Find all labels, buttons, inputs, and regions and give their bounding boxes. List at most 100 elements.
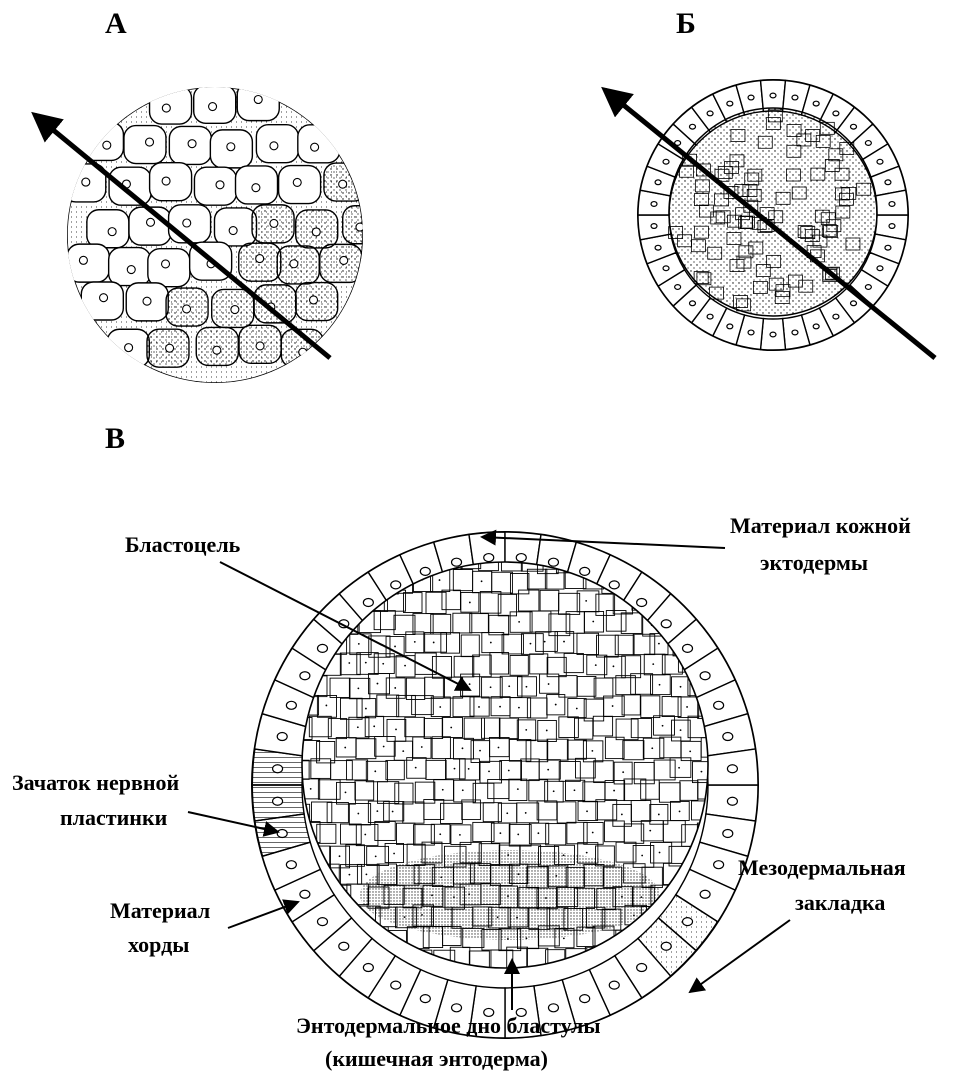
blastocoel-cell <box>692 548 710 568</box>
cell-nucleus <box>748 95 754 100</box>
cell-nucleus <box>270 142 278 150</box>
cell-nucleus <box>833 111 839 116</box>
cell-nucleus <box>663 159 669 164</box>
cell-nucleus <box>125 344 133 352</box>
cell-nucleus <box>484 554 494 562</box>
cell-nucleus <box>548 558 558 566</box>
cell-nucleus <box>663 266 669 271</box>
cell-nucleus <box>270 219 278 227</box>
cell-nucleus <box>310 296 318 304</box>
cell-nucleus <box>227 143 235 151</box>
cell-nucleus <box>689 124 695 129</box>
cell-nucleus <box>103 141 111 149</box>
blastocoel-cell <box>662 569 683 590</box>
cell-nucleus <box>655 245 661 250</box>
cell-nucleus <box>286 701 296 709</box>
cell-nucleus <box>420 567 430 575</box>
cell-nucleus <box>675 285 681 290</box>
label-skin-ectoderm-line1: Материал кожной <box>730 513 911 538</box>
cell-nucleus <box>748 330 754 335</box>
blastocoel-cell <box>672 548 690 568</box>
cell-nucleus <box>363 964 373 972</box>
cell-nucleus <box>661 620 671 628</box>
cell-nucleus <box>727 765 737 773</box>
cell-nucleus <box>714 861 724 869</box>
label-notochord-line2: хорды <box>128 932 189 957</box>
blastocoel-cell <box>650 548 668 569</box>
cell-nucleus <box>108 228 116 236</box>
cell-nucleus <box>865 285 871 290</box>
cell-nucleus <box>877 266 883 271</box>
cell-nucleus <box>689 301 695 306</box>
cell-nucleus <box>877 159 883 164</box>
cell-nucleus <box>714 701 724 709</box>
blastomere-cell <box>150 86 192 124</box>
cell-nucleus <box>300 890 310 898</box>
cell-nucleus <box>851 124 857 129</box>
cell-nucleus <box>770 332 776 337</box>
panel-letter-a: А <box>105 7 127 40</box>
cell-nucleus <box>833 314 839 319</box>
cell-nucleus <box>286 861 296 869</box>
cell-nucleus <box>162 104 170 112</box>
blastocoel-cell <box>679 572 699 593</box>
cell-nucleus <box>146 138 154 146</box>
cell-nucleus <box>452 1004 462 1012</box>
cell-nucleus <box>273 765 283 773</box>
cell-nucleus <box>651 202 657 207</box>
cell-nucleus <box>700 672 710 680</box>
blastomere-cell <box>194 167 236 205</box>
cell-nucleus <box>683 918 693 926</box>
cell-nucleus <box>637 598 647 606</box>
cell-nucleus <box>723 733 733 741</box>
cell-nucleus <box>256 342 264 350</box>
label-neural-plate-line1: Зачаток нервной <box>12 770 179 795</box>
blastocoel-cell <box>697 947 718 967</box>
cell-nucleus <box>548 1004 558 1012</box>
panel-letter-b: Б <box>676 7 696 40</box>
cell-nucleus <box>82 178 90 186</box>
label-notochord-line1: Материал <box>110 898 210 923</box>
cell-nucleus <box>516 554 526 562</box>
cell-nucleus <box>127 266 135 274</box>
cell-nucleus <box>162 260 170 268</box>
cell-nucleus <box>356 223 364 231</box>
cell-nucleus <box>609 581 619 589</box>
blastula-section-drawing <box>605 80 935 358</box>
label-mesoderm-line2: закладка <box>795 890 885 915</box>
cell-nucleus <box>851 301 857 306</box>
cell-nucleus <box>188 140 196 148</box>
blastula-whole-drawing <box>35 83 385 383</box>
blastocoel-cell <box>700 570 721 591</box>
cell-nucleus <box>655 180 661 185</box>
cell-nucleus <box>213 346 221 354</box>
cell-nucleus <box>452 558 462 566</box>
cell-nucleus <box>700 890 710 898</box>
cell-nucleus <box>580 567 590 575</box>
cell-nucleus <box>300 672 310 680</box>
blastomere-cell <box>148 249 190 287</box>
cell-nucleus <box>885 180 891 185</box>
cell-nucleus <box>363 598 373 606</box>
cell-nucleus <box>340 256 348 264</box>
cell-nucleus <box>229 227 237 235</box>
blastomere-cell <box>343 206 385 244</box>
cell-nucleus <box>727 324 733 329</box>
cell-nucleus <box>216 181 224 189</box>
label-neural-plate-line2: пластинки <box>60 805 168 830</box>
cell-nucleus <box>162 177 170 185</box>
cell-nucleus <box>166 344 174 352</box>
cell-nucleus <box>183 305 191 313</box>
cell-nucleus <box>885 245 891 250</box>
blastocoel-cell <box>319 569 339 590</box>
cell-nucleus <box>273 797 283 805</box>
cell-nucleus <box>813 324 819 329</box>
cell-nucleus <box>889 224 895 229</box>
blastocoel-cell <box>289 549 309 570</box>
label-blastocoel: Бластоцель <box>125 532 241 557</box>
label-mesoderm-line1: Мезодермальная <box>738 855 906 880</box>
cell-nucleus <box>865 141 871 146</box>
cell-nucleus <box>311 143 319 151</box>
blastomere-cell <box>81 122 123 160</box>
